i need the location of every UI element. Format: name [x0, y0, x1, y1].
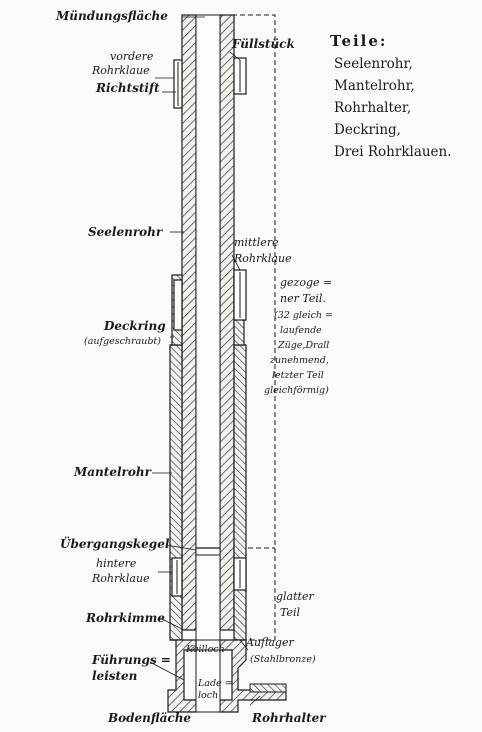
parts-item: Rohrhalter,: [334, 100, 411, 116]
label-inner-barrel: Seelenrohr: [88, 225, 164, 239]
label-grooves-3: Züge,Drall: [277, 340, 329, 351]
label-front-claw-2: Rohrklaue: [91, 64, 150, 77]
label-grooves-4: zunehmend,: [269, 355, 329, 366]
barrel-wall-right: [219, 14, 235, 631]
label-cover-ring: Deckring: [103, 319, 166, 333]
parts-item: Mantelrohr,: [334, 78, 415, 94]
label-wedge-hole: Keilloch: [185, 644, 225, 655]
bore: [195, 14, 221, 641]
label-guide-rails-1: Führungs =: [91, 653, 171, 667]
label-sight-notch: Rohrkimme: [85, 611, 165, 625]
label-loading-hole-2: loch: [198, 690, 218, 701]
parts-item: Drei Rohrklauen.: [334, 144, 452, 160]
label-transition-cone: Übergangskegel: [60, 535, 170, 551]
barrel-holder-base: [249, 683, 287, 693]
label-grooves-5: letzter Teil: [272, 370, 324, 381]
middle-claw-left: [173, 279, 183, 331]
leader-lines: [149, 16, 261, 706]
label-steel-bronze: (Stahlbronze): [250, 654, 316, 665]
label-grooves-1: (32 gleich =: [274, 310, 333, 321]
label-loading-hole-1: Lade =: [197, 678, 233, 689]
label-aiming-pin: Richtstift: [95, 81, 160, 95]
barrel-wall-left: [181, 14, 197, 631]
label-barrel-holder: Rohrhalter: [251, 711, 327, 725]
label-jacket: Mantelrohr: [73, 465, 153, 479]
label-grooves-2: laufende: [280, 325, 322, 336]
label-middle-claw-2: Rohrklaue: [233, 252, 292, 265]
parts-heading: Teile:: [330, 32, 387, 50]
label-muzzle-face: Mündungsfläche: [55, 9, 168, 23]
jacket-right: [233, 344, 247, 641]
label-middle-claw-1: mittlere: [234, 236, 279, 249]
loading-hole: [195, 649, 221, 713]
label-front-claw-1: vordere: [110, 50, 154, 63]
label-screwed-on: (aufgeschraubt): [84, 336, 161, 347]
label-filler-piece: Füllstück: [231, 37, 295, 51]
breech-right: [219, 639, 287, 713]
label-smooth-2: Teil: [280, 606, 301, 619]
rifled-section-outline: [232, 14, 276, 641]
label-grooves-6: gleichförmig): [264, 385, 329, 396]
label-rifled-1: gezoge =: [280, 276, 332, 289]
label-smooth-1: glatter: [276, 590, 314, 603]
label-support: Auflager: [245, 636, 294, 649]
label-guide-rails-2: leisten: [92, 669, 137, 683]
label-rear-claw-1: hintere: [96, 557, 137, 570]
parts-item: Deckring,: [334, 122, 401, 138]
label-rear-claw-2: Rohrklaue: [91, 572, 150, 585]
label-rifled-2: ner Teil.: [280, 292, 326, 305]
parts-item: Seelenrohr,: [334, 56, 413, 72]
label-base-face: Bodenfläche: [107, 711, 191, 725]
parts-list: Teile: Seelenrohr, Mantelrohr, Rohrhalte…: [330, 32, 452, 160]
